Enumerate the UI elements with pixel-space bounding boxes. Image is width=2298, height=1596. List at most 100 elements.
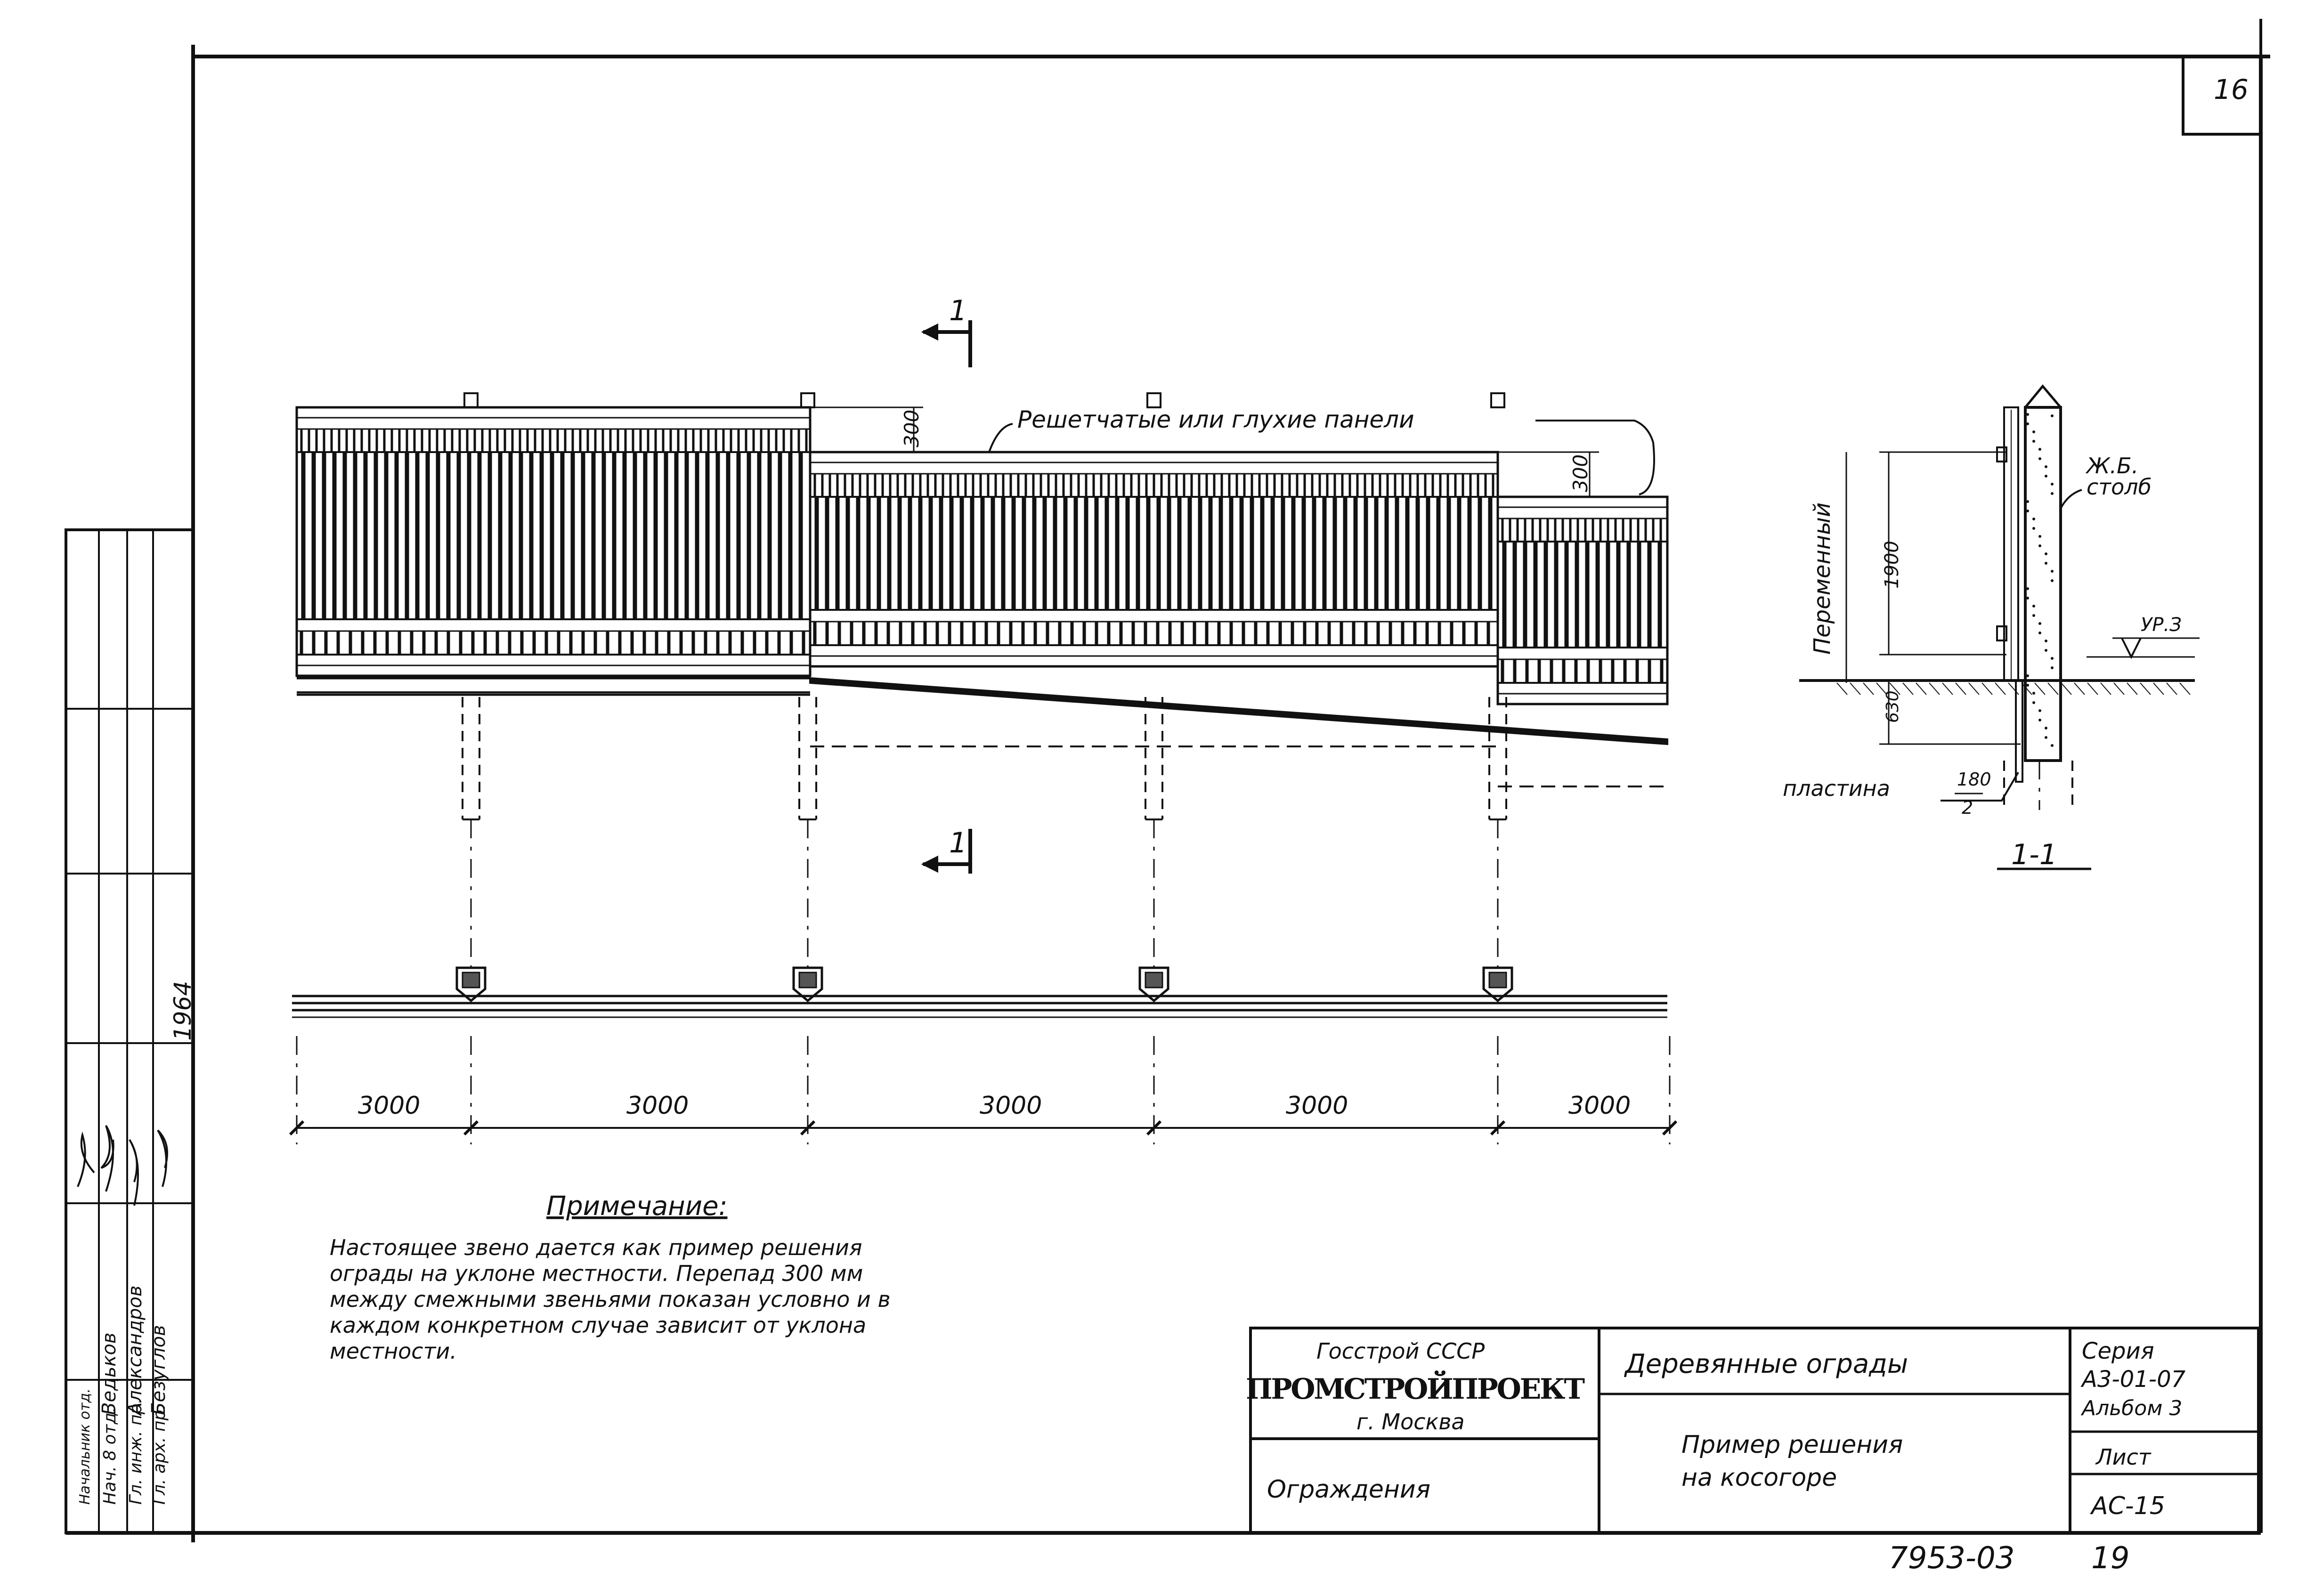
side-stamp-box bbox=[65, 528, 195, 1534]
stamp-name-1: Ведьков bbox=[98, 1333, 120, 1416]
post-concrete-dot bbox=[2038, 457, 2041, 460]
post-leader bbox=[2060, 489, 2082, 509]
ground-hatch bbox=[2166, 682, 2177, 695]
plan-dim-1: 3000 bbox=[358, 1092, 420, 1120]
note-line-2: ограды на уклоне местности. Перепад 300 … bbox=[330, 1261, 863, 1286]
section-bracket-top bbox=[1996, 446, 2007, 462]
post-concrete-dot bbox=[2032, 692, 2035, 695]
title-category: Ограждения bbox=[1267, 1475, 1430, 1504]
post-concrete-dot bbox=[2045, 475, 2047, 478]
archive-page: 19 bbox=[2091, 1541, 2129, 1576]
section-arrow-bot-head bbox=[921, 855, 938, 873]
plan-dim-4: 3000 bbox=[1286, 1092, 1348, 1120]
plan-post-0 bbox=[455, 966, 487, 1003]
title-series-code: А3-01-07 bbox=[2080, 1366, 2186, 1393]
note-title: Примечание: bbox=[546, 1191, 727, 1222]
plan-dim-3: 3000 bbox=[980, 1092, 1042, 1120]
plan-dim-5: 3000 bbox=[1568, 1092, 1631, 1120]
post-concrete-dot bbox=[2038, 632, 2041, 634]
note-line-1: Настоящее звено дается как пример решени… bbox=[330, 1235, 862, 1260]
ground-hatch bbox=[2127, 682, 2138, 695]
signature-1 bbox=[77, 1131, 95, 1187]
title-album: Альбом 3 bbox=[2080, 1396, 2182, 1420]
post-concrete-dot bbox=[2038, 544, 2041, 547]
post-label-line2: столб bbox=[2087, 474, 2152, 500]
stamp-top-text: Начальник отд. bbox=[77, 1388, 93, 1505]
signature-2 bbox=[100, 1125, 114, 1192]
post-concrete-dot bbox=[2051, 666, 2054, 669]
post-cap-0 bbox=[463, 392, 479, 408]
ground-hatch bbox=[2034, 682, 2046, 695]
ground-hatch bbox=[1836, 682, 1848, 695]
title-org-name: ПРОМСТРОЙПРОЕКТ bbox=[1246, 1370, 1585, 1406]
step-dim-right: 300 bbox=[1569, 454, 1592, 492]
ground-hatch bbox=[1942, 682, 1953, 695]
title-org-line1: Госстрой СССР bbox=[1316, 1338, 1485, 1364]
title-sheet-code: АС-15 bbox=[2090, 1492, 2165, 1520]
plan-dim-2: 3000 bbox=[626, 1092, 689, 1120]
post-cap-1 bbox=[800, 392, 815, 408]
title-sheet-line1: Пример решения bbox=[1681, 1431, 1903, 1459]
signature-3 bbox=[129, 1139, 139, 1206]
stamp-role-2: Гл. инж. пр. bbox=[126, 1398, 146, 1505]
note-line-5: местности. bbox=[330, 1338, 457, 1364]
post-concrete-dot bbox=[2038, 719, 2041, 721]
post-concrete-dot bbox=[2026, 684, 2029, 687]
post-concrete-dot bbox=[2038, 622, 2041, 625]
post-concrete-dot bbox=[2051, 744, 2054, 747]
stamp-name-2: Александров bbox=[124, 1286, 146, 1417]
note-line-3: между смежными звеньями показан условно … bbox=[330, 1287, 891, 1312]
signature-4 bbox=[157, 1129, 168, 1187]
post-concrete-dot bbox=[2045, 562, 2047, 565]
plan-dim-tick-5 bbox=[1662, 1120, 1678, 1136]
ground-hatch bbox=[1929, 682, 1940, 695]
post-concrete-dot bbox=[2045, 727, 2047, 729]
post-concrete-dot bbox=[2032, 527, 2035, 530]
section-mark-top: 1 bbox=[949, 294, 967, 327]
plan-post-core-1 bbox=[798, 972, 817, 988]
plate-label: пластина bbox=[1783, 776, 1890, 801]
plan-dim-tick-2 bbox=[800, 1120, 816, 1136]
height-dim-1900: 1900 bbox=[1881, 541, 1903, 589]
ground-hatch bbox=[1955, 682, 1966, 695]
ground-level-mark: УР.З bbox=[2141, 614, 2182, 636]
post-concrete-dot bbox=[2032, 701, 2035, 704]
post-concrete-dot bbox=[2045, 736, 2047, 739]
post-concrete-dot bbox=[2051, 483, 2054, 486]
plan-post-2 bbox=[1138, 966, 1169, 1003]
section-detail-label: 1-1 bbox=[2011, 838, 2057, 871]
post-concrete-dot bbox=[2032, 430, 2035, 433]
ground-hatch bbox=[2047, 682, 2059, 695]
title-sheet-line2: на косогоре bbox=[1681, 1464, 1837, 1492]
post-concrete-dot bbox=[2026, 510, 2029, 512]
post-concrete-dot bbox=[2051, 414, 2054, 417]
plate-fraction-numerator: 180 bbox=[1957, 769, 1991, 790]
section-bracket-bot bbox=[1996, 625, 2007, 641]
stamp-role-1: Нач. 8 отд. bbox=[100, 1407, 120, 1505]
post-concrete-dot bbox=[2032, 518, 2035, 520]
post-concrete-dot bbox=[2026, 587, 2029, 590]
post-concrete-dot bbox=[2045, 640, 2047, 642]
ground-hatch bbox=[2113, 682, 2125, 695]
plate-fraction-denominator: 2 bbox=[1962, 797, 1973, 818]
ground-hatch bbox=[2061, 682, 2072, 695]
post-concrete-dot bbox=[2032, 440, 2035, 443]
post-concrete-dot bbox=[2051, 570, 2054, 573]
plan-post-3 bbox=[1482, 966, 1513, 1003]
panel-callout: Решетчатые или глухие панели bbox=[1017, 406, 1414, 433]
sheet-number-box bbox=[2182, 55, 2262, 136]
plate-leader bbox=[1941, 771, 2019, 802]
ground-hatch bbox=[1863, 682, 1874, 695]
plan-dim-tick-4 bbox=[1490, 1120, 1506, 1136]
post-concrete-dot bbox=[2051, 657, 2054, 660]
post-concrete-dot bbox=[2045, 465, 2047, 468]
variable-height-label: Переменный bbox=[1809, 502, 1835, 655]
post-concrete-dot bbox=[2038, 535, 2041, 538]
ground-hatch bbox=[1916, 682, 1927, 695]
post-concrete-dot bbox=[2051, 492, 2054, 495]
title-doc-title: Деревянные ограды bbox=[1624, 1349, 1908, 1379]
post-concrete-dot bbox=[2045, 552, 2047, 555]
ground-hatch bbox=[1889, 682, 1900, 695]
drawing-linework bbox=[65, 19, 2270, 1542]
